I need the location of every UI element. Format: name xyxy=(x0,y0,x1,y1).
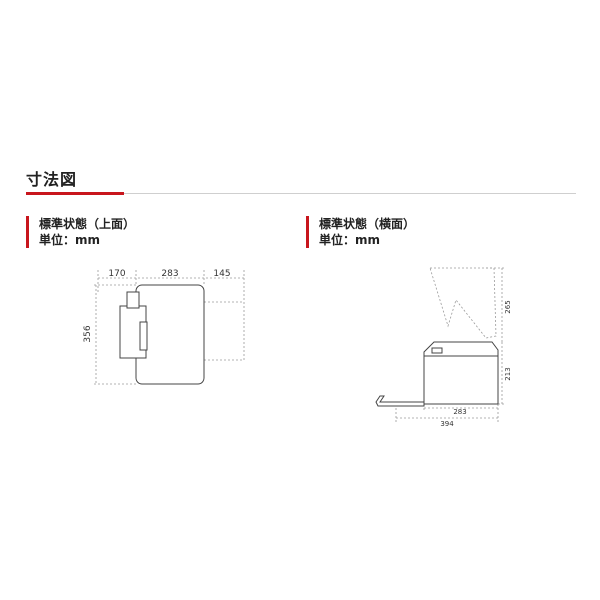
top-paper-guide xyxy=(126,291,140,309)
side-view-header: 標準状態（横面） 単位：mm xyxy=(306,216,415,248)
side-dim-upper-height-label: 265 xyxy=(504,300,512,313)
side-dim-depth-label: 283 xyxy=(453,408,466,416)
top-dim-right-label: 145 xyxy=(213,269,230,279)
top-dim-center-label: 283 xyxy=(161,269,178,279)
side-top-cover xyxy=(431,347,443,354)
top-dim-left-label: 170 xyxy=(108,269,125,279)
top-view-unit: 単位：mm xyxy=(39,233,101,247)
title-divider xyxy=(26,193,576,194)
top-view-header: 標準状態（上面） 単位：mm xyxy=(26,216,135,248)
side-view-unit: 単位：mm xyxy=(319,233,381,247)
title-accent-bar xyxy=(26,192,124,195)
side-view-drawing: 265 213 283 394 xyxy=(375,267,512,428)
top-output-tray-outline xyxy=(203,301,245,361)
side-dim-lower-height-label: 213 xyxy=(504,367,512,380)
top-tray-slot xyxy=(139,321,148,351)
side-output-tray xyxy=(375,395,425,407)
top-view-heading: 標準状態（上面） xyxy=(39,217,136,231)
page-title: 寸法図 xyxy=(26,170,78,189)
side-dim-total-depth-label: 394 xyxy=(440,420,454,428)
side-extended-tray-outline xyxy=(429,267,497,339)
top-view-drawing: 170 283 145 356 xyxy=(83,269,245,385)
side-view-heading: 標準状態（横面） xyxy=(319,217,416,231)
top-dim-height-label: 356 xyxy=(83,325,93,342)
